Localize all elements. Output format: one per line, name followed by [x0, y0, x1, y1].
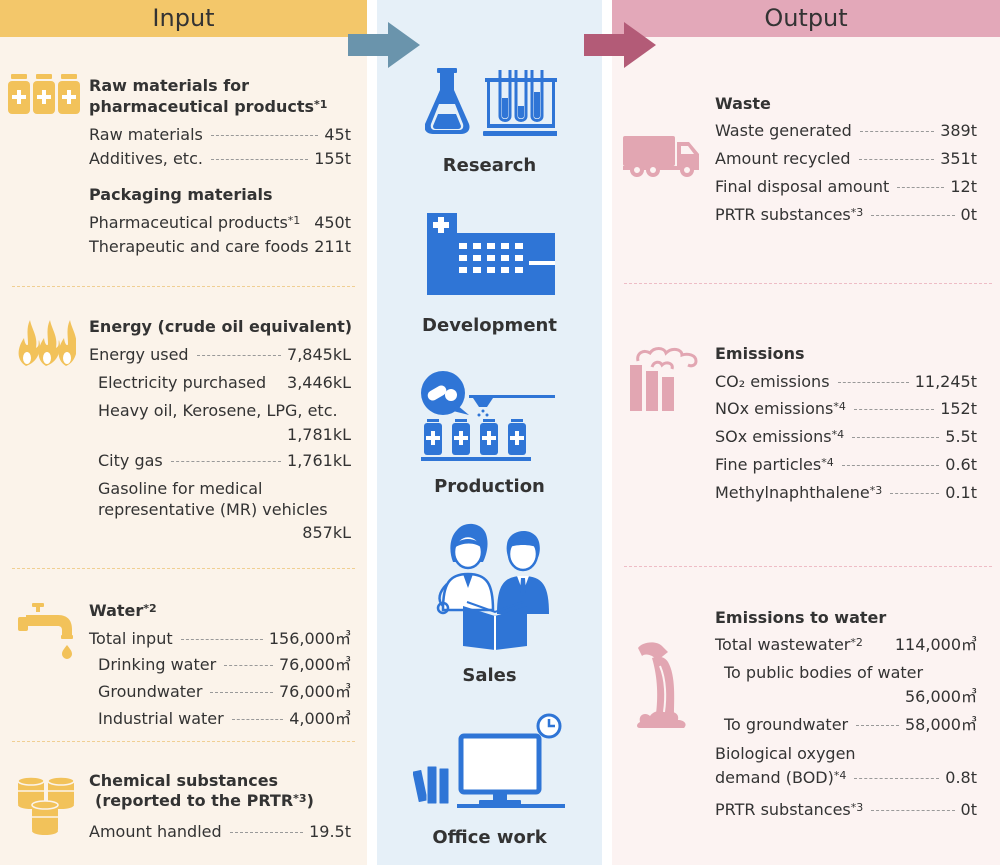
gasoline-line-2: representative (MR) vehicles	[98, 500, 328, 519]
stage-office-work: Office work	[432, 827, 547, 848]
output-flow-arrow	[584, 22, 656, 68]
water-input-title: Water*2	[89, 601, 157, 620]
office-computer-icon	[413, 713, 565, 808]
input-separator-3	[12, 741, 355, 742]
medicine-bottles-icon	[8, 74, 80, 114]
output-separator-2	[624, 566, 992, 567]
public-bodies-value: 56,000㎥	[905, 687, 977, 706]
input-header: Input	[0, 0, 367, 37]
chemical-drums-icon	[17, 777, 75, 835]
sales-people-icon	[436, 523, 549, 650]
public-bodies-row: To public bodies of water	[724, 663, 924, 682]
smokestack-icon	[630, 347, 698, 411]
input-separator-1	[12, 286, 355, 287]
stage-production: Production	[434, 476, 545, 497]
gasoline-line-1: Gasoline for medical	[98, 479, 263, 498]
stage-sales: Sales	[462, 665, 517, 686]
stage-research: Research	[442, 155, 537, 176]
additives-row: Additives, etc.155t	[89, 149, 351, 168]
flame-icon	[18, 320, 76, 366]
emissions-title: Emissions	[715, 344, 805, 363]
waste-title: Waste	[715, 94, 771, 113]
heavy-oil-row: Heavy oil, Kerosene, LPG, etc.	[98, 401, 338, 420]
input-column: Input Raw materials for pharmaceutical p…	[0, 0, 367, 865]
emissions-water-title: Emissions to water	[715, 608, 887, 627]
energy-title: Energy (crude oil equivalent)	[89, 317, 353, 336]
wastewater-pipe-icon	[637, 642, 686, 728]
raw-materials-title: Raw materials for pharmaceutical product…	[89, 76, 328, 116]
stage-development: Development	[422, 315, 557, 336]
bod-line-1: Biological oxygen	[715, 744, 856, 763]
input-flow-arrow	[348, 22, 420, 68]
lab-flask-icon	[425, 68, 557, 136]
input-separator-2	[12, 568, 355, 569]
output-separator-1	[624, 283, 992, 284]
faucet-icon	[18, 603, 73, 659]
packaging-title: Packaging materials	[89, 185, 273, 204]
building-icon	[427, 213, 555, 295]
output-header: Output	[612, 0, 1000, 37]
garbage-truck-icon	[623, 136, 699, 177]
production-line-icon	[421, 371, 555, 461]
gasoline-value: 857kL	[302, 523, 351, 542]
chemical-title-2: (reported to the PRTR*3)	[95, 791, 314, 810]
process-column: Research Development	[377, 0, 602, 865]
chemical-title-1: Chemical substances	[89, 771, 279, 790]
heavy-oil-value: 1,781kL	[287, 425, 351, 444]
